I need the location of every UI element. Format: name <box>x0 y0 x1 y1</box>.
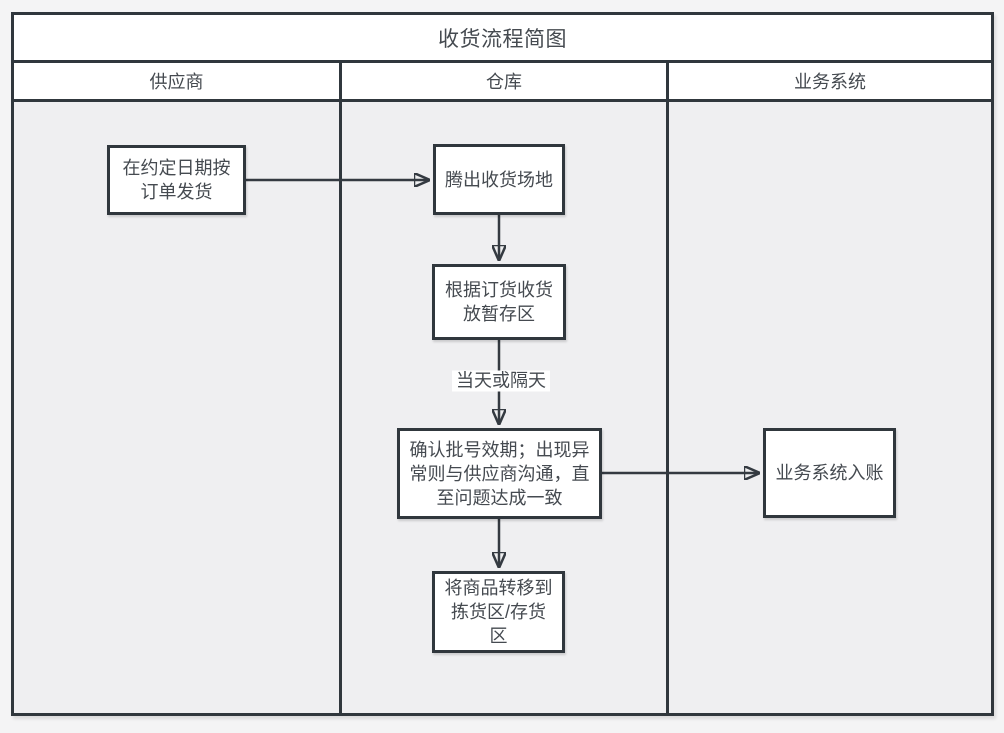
node-label-line: 确认批号效期；出现异 <box>409 439 590 460</box>
lane-header-warehouse: 仓库 <box>339 63 666 99</box>
lane-divider-2 <box>666 102 669 713</box>
node-label-line: 根据订货收货 <box>445 280 553 300</box>
node-label-line: 常则与供应商沟通，直 <box>409 463 590 484</box>
node-label-line: 区 <box>489 626 508 646</box>
node-label-line: 在约定日期按 <box>122 158 231 178</box>
lane-header-supplier: 供应商 <box>149 72 204 92</box>
flow-node-ship-on-agreed-date: 在约定日期按 订单发货 <box>107 145 246 215</box>
edge-label-same-or-next-day: 当天或隔天 <box>452 370 550 392</box>
node-label-line: 将商品转移到 <box>444 578 553 598</box>
flow-node-confirm-batch-expiry: 确认批号效期；出现异 常则与供应商沟通，直 至问题达成一致 <box>397 428 602 519</box>
flow-node-business-system-booking: 业务系统入账 <box>763 428 896 518</box>
node-label-line: 订单发货 <box>140 182 213 202</box>
lane-body <box>14 102 991 713</box>
lane-header-row: 供应商 仓库 业务系统 <box>14 63 991 102</box>
flow-node-clear-receiving-area: 腾出收货场地 <box>433 144 565 215</box>
diagram-title: 收货流程简图 <box>14 15 991 63</box>
node-label-line: 至问题达成一致 <box>436 487 563 508</box>
flow-node-receive-to-staging: 根据订货收货 放暂存区 <box>432 264 566 340</box>
node-label-line: 腾出收货场地 <box>445 169 553 190</box>
node-label-line: 放暂存区 <box>463 304 535 324</box>
node-label-line: 业务系统入账 <box>775 463 884 483</box>
lane-divider-1 <box>339 102 342 713</box>
node-label-line: 拣货区/存货 <box>450 602 546 622</box>
lane-header-business-system: 业务系统 <box>666 63 991 99</box>
flow-node-transfer-to-picking-area: 将商品转移到 拣货区/存货 区 <box>432 571 565 653</box>
